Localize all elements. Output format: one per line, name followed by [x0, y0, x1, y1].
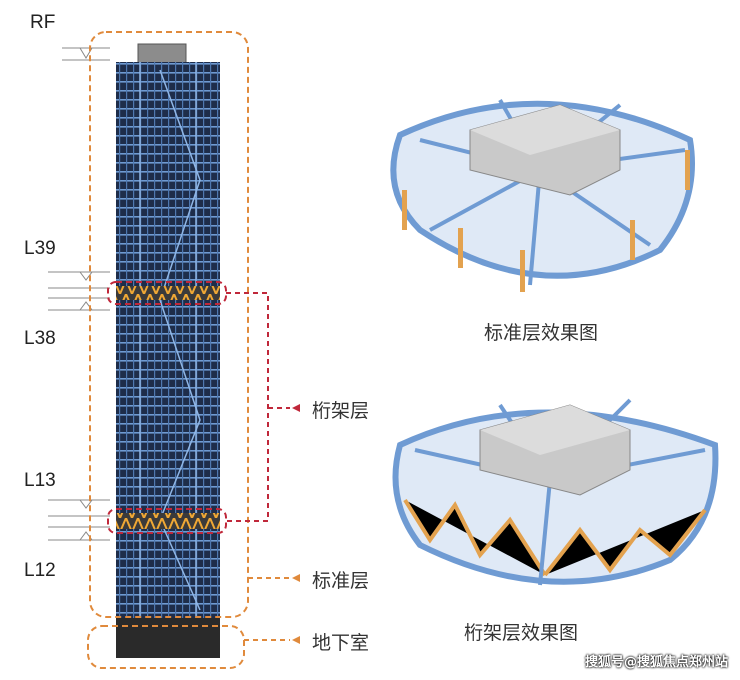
- standard-floor-view: [390, 99, 695, 292]
- label-l39: L39: [24, 238, 56, 259]
- label-l12: L12: [24, 560, 56, 581]
- level-markers: [48, 47, 110, 541]
- basement-zone-outline: [87, 625, 245, 669]
- truss-floor-view: [392, 398, 719, 586]
- standard-zone-outline: [89, 31, 249, 618]
- label-l38: L38: [24, 328, 56, 349]
- label-truss-layer: 桁架层: [312, 400, 370, 422]
- label-standard-layer: 标准层: [312, 570, 370, 592]
- caption-standard-view: 标准层效果图: [484, 322, 599, 344]
- label-rf: RF: [30, 12, 56, 33]
- label-basement: 地下室: [312, 632, 370, 654]
- tower-model: [116, 43, 220, 658]
- label-l13: L13: [24, 470, 56, 491]
- lower-truss-band: [116, 513, 220, 529]
- zone-outlines: [87, 31, 249, 669]
- caption-truss-view: 桁架层效果图: [464, 622, 579, 644]
- watermark: 搜狐号@搜狐焦点郑州站: [584, 655, 728, 670]
- upper-truss-outline: [107, 281, 227, 305]
- lower-truss-outline: [107, 508, 227, 534]
- upper-truss-band: [116, 286, 220, 300]
- leader-lines: [226, 292, 300, 644]
- standard-core: [469, 104, 621, 196]
- truss-core: [479, 404, 631, 496]
